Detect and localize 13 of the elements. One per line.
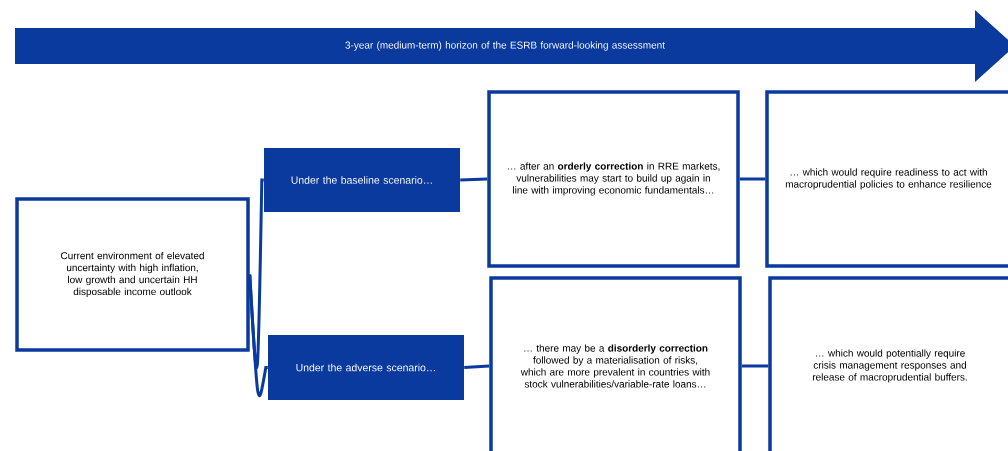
- node-label: Under the baseline scenario…: [291, 176, 432, 184]
- text-box: Current environment of elevated uncertainty with high inflation, low growth and uncertain HH disposable income outlook: [15, 197, 250, 352]
- connector: [739, 177, 766, 181]
- connector: [741, 364, 769, 368]
- text-box: … there may be a disorderly correction followed by a materialisation of risks, which are more prevalent in countries with stock vulnerabilities/variable-rate loans…: [489, 276, 742, 451]
- text-box: … which would require readiness to act with macroprudential policies to enhance resilience: [765, 90, 1008, 268]
- scenario-box: Under the adverse scenario…: [268, 335, 464, 400]
- text-box: … which would potentially require crisis management responses and release of macroprudential buffers.: [768, 276, 1008, 451]
- connector: [248, 274, 269, 397]
- scenario-box: Under the baseline scenario…: [264, 148, 460, 212]
- connector: [464, 364, 490, 369]
- text-box: … after an orderly correction in RRE markets, vulnerabilities may start to build up again in line with improving economic fundamentals…: [487, 90, 740, 268]
- connector: [460, 177, 488, 182]
